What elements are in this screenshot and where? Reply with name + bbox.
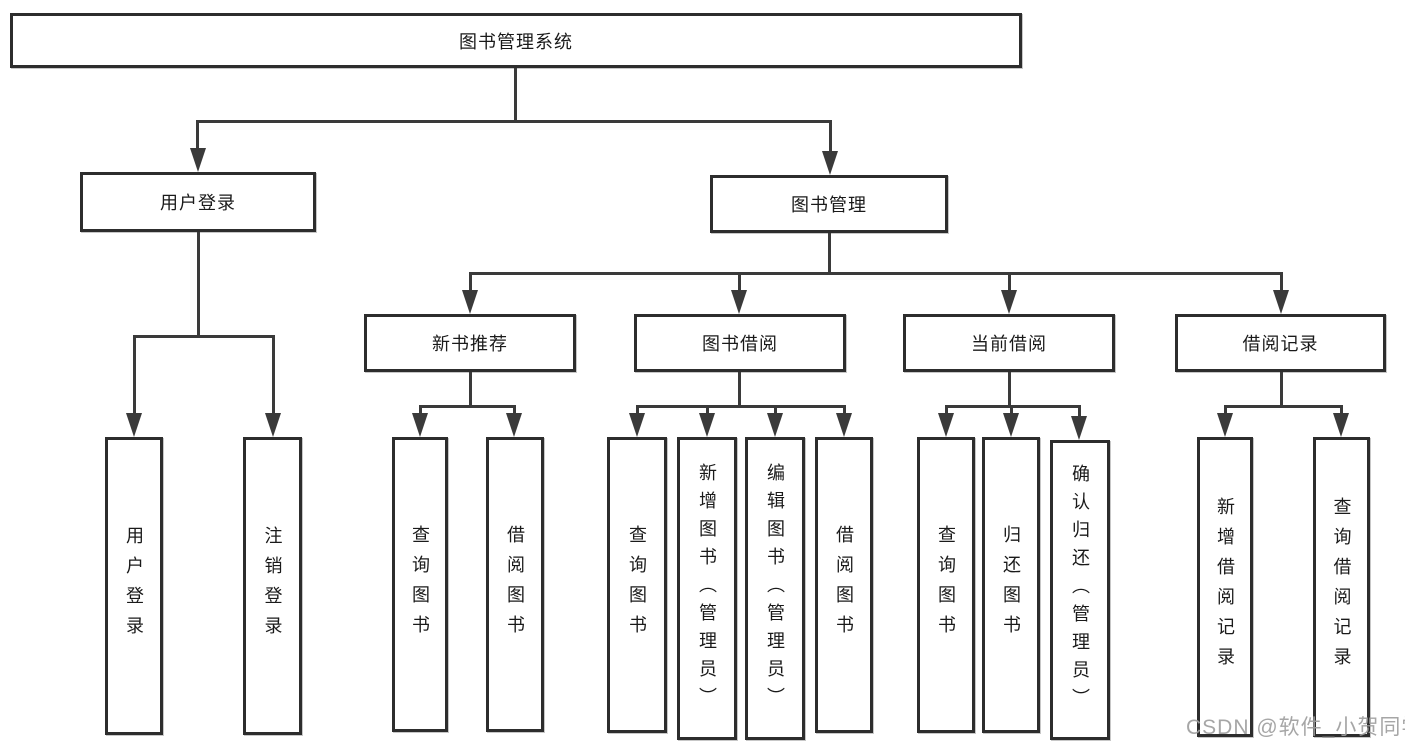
- arrow-down-icon: [836, 413, 852, 437]
- connector-to-current-borrow: [1008, 272, 1011, 290]
- leaf-return-books-label: 归还图书: [1001, 525, 1021, 645]
- connector-current-stub: [1008, 372, 1011, 405]
- leaf-return-books: 归还图书: [982, 437, 1040, 733]
- arrow-down-icon: [412, 413, 428, 437]
- arrow-down-icon: [629, 413, 645, 437]
- leaf-logout-label: 注销登录: [262, 526, 283, 646]
- node-book-management-label: 图书管理: [791, 195, 867, 215]
- leaf-add-books-admin: 新增图书（管理员）: [677, 437, 737, 740]
- connector-to-edit-books: [774, 405, 777, 415]
- leaf-recommend-query-books: 查询图书: [392, 437, 448, 732]
- leaf-add-borrow-record-label: 新增借阅记录: [1215, 497, 1235, 677]
- arrow-down-icon: [1217, 413, 1233, 437]
- arrow-down-icon: [126, 413, 142, 437]
- arrow-down-icon: [731, 290, 747, 314]
- leaf-recommend-borrow-books: 借阅图书: [486, 437, 544, 732]
- node-user-login-label: 用户登录: [160, 193, 236, 213]
- connector-to-leaf-user-login: [133, 335, 136, 413]
- connector-book-mgmt-stub: [828, 233, 831, 272]
- connector-to-current-query: [945, 405, 948, 415]
- connector-to-new-book-recommend: [469, 272, 472, 290]
- leaf-borrow-query-books-label: 查询图书: [627, 525, 647, 645]
- connector-to-leaf-logout: [272, 335, 275, 413]
- connector-to-query-record: [1340, 405, 1343, 415]
- leaf-query-borrow-record-label: 查询借阅记录: [1331, 497, 1352, 677]
- leaf-borrow-books-label: 借阅图书: [834, 525, 854, 645]
- leaf-query-borrow-record: 查询借阅记录: [1313, 437, 1370, 737]
- connector-user-login-stub: [197, 232, 200, 335]
- connector-borrow-horizontal: [636, 405, 845, 408]
- arrow-down-icon: [767, 413, 783, 437]
- arrow-down-icon: [1071, 416, 1087, 440]
- arrow-down-icon: [190, 148, 206, 172]
- arrow-down-icon: [506, 413, 522, 437]
- arrow-down-icon: [265, 413, 281, 437]
- arrow-down-icon: [699, 413, 715, 437]
- arrow-down-icon: [1003, 413, 1019, 437]
- connector-to-book-borrow: [738, 272, 741, 290]
- csdn-watermark: CSDN @软件_小贺同学: [1186, 716, 1405, 739]
- node-book-borrow: 图书借阅: [634, 314, 846, 372]
- leaf-borrow-books: 借阅图书: [815, 437, 873, 733]
- node-user-login: 用户登录: [80, 172, 316, 232]
- connector-to-borrow-records: [1280, 272, 1283, 290]
- leaf-borrow-query-books: 查询图书: [607, 437, 667, 733]
- connector-to-recommend-query: [419, 405, 422, 415]
- connector-records-horizontal: [1224, 405, 1343, 408]
- connector-user-login-horizontal: [133, 335, 275, 338]
- leaf-recommend-query-books-label: 查询图书: [410, 524, 430, 645]
- leaf-current-query-books: 查询图书: [917, 437, 975, 733]
- leaf-user-login-label: 用户登录: [124, 526, 144, 646]
- connector-to-user-login: [196, 120, 199, 150]
- leaf-user-login: 用户登录: [105, 437, 163, 735]
- connector-to-return-books: [1010, 405, 1013, 415]
- connector-to-recommend-borrow: [513, 405, 516, 415]
- connector-to-borrow-query: [636, 405, 639, 415]
- node-book-management: 图书管理: [710, 175, 948, 233]
- connector-borrow-stub: [738, 372, 741, 405]
- connector-to-confirm-return: [1078, 405, 1081, 417]
- connector-records-stub: [1280, 372, 1283, 405]
- node-current-borrow-label: 当前借阅: [971, 334, 1047, 354]
- node-borrow-records: 借阅记录: [1175, 314, 1386, 372]
- connector-recommend-stub: [469, 372, 472, 405]
- connector-to-add-books: [706, 405, 709, 415]
- leaf-confirm-return-admin-label: 确认归还（管理员）: [1070, 464, 1090, 716]
- arrow-down-icon: [822, 151, 838, 175]
- connector-root-horizontal: [196, 120, 832, 123]
- node-new-book-recommend-label: 新书推荐: [432, 334, 508, 354]
- connector-recommend-horizontal: [419, 405, 515, 408]
- leaf-add-books-admin-label: 新增图书（管理员）: [697, 462, 717, 715]
- arrow-down-icon: [1001, 290, 1017, 314]
- node-borrow-records-label: 借阅记录: [1242, 334, 1319, 354]
- leaf-current-query-books-label: 查询图书: [936, 525, 956, 645]
- node-root-label: 图书管理系统: [459, 31, 573, 52]
- node-current-borrow: 当前借阅: [903, 314, 1115, 372]
- arrow-down-icon: [1273, 290, 1289, 314]
- leaf-add-borrow-record: 新增借阅记录: [1197, 437, 1253, 737]
- connector-root-stub: [514, 68, 517, 120]
- leaf-edit-books-admin-label: 编辑图书（管理员）: [765, 462, 785, 715]
- leaf-recommend-borrow-books-label: 借阅图书: [505, 524, 525, 645]
- node-root: 图书管理系统: [10, 13, 1022, 68]
- arrow-down-icon: [938, 413, 954, 437]
- leaf-confirm-return-admin: 确认归还（管理员）: [1050, 440, 1110, 740]
- connector-to-book-management: [829, 120, 832, 153]
- connector-to-add-record: [1224, 405, 1227, 415]
- leaf-edit-books-admin: 编辑图书（管理员）: [745, 437, 805, 740]
- connector-to-borrow-books: [843, 405, 846, 415]
- arrow-down-icon: [1333, 413, 1349, 437]
- arrow-down-icon: [462, 290, 478, 314]
- connector-book-mgmt-horizontal: [469, 272, 1283, 275]
- node-book-borrow-label: 图书借阅: [702, 334, 778, 354]
- node-new-book-recommend: 新书推荐: [364, 314, 576, 372]
- leaf-logout: 注销登录: [243, 437, 302, 735]
